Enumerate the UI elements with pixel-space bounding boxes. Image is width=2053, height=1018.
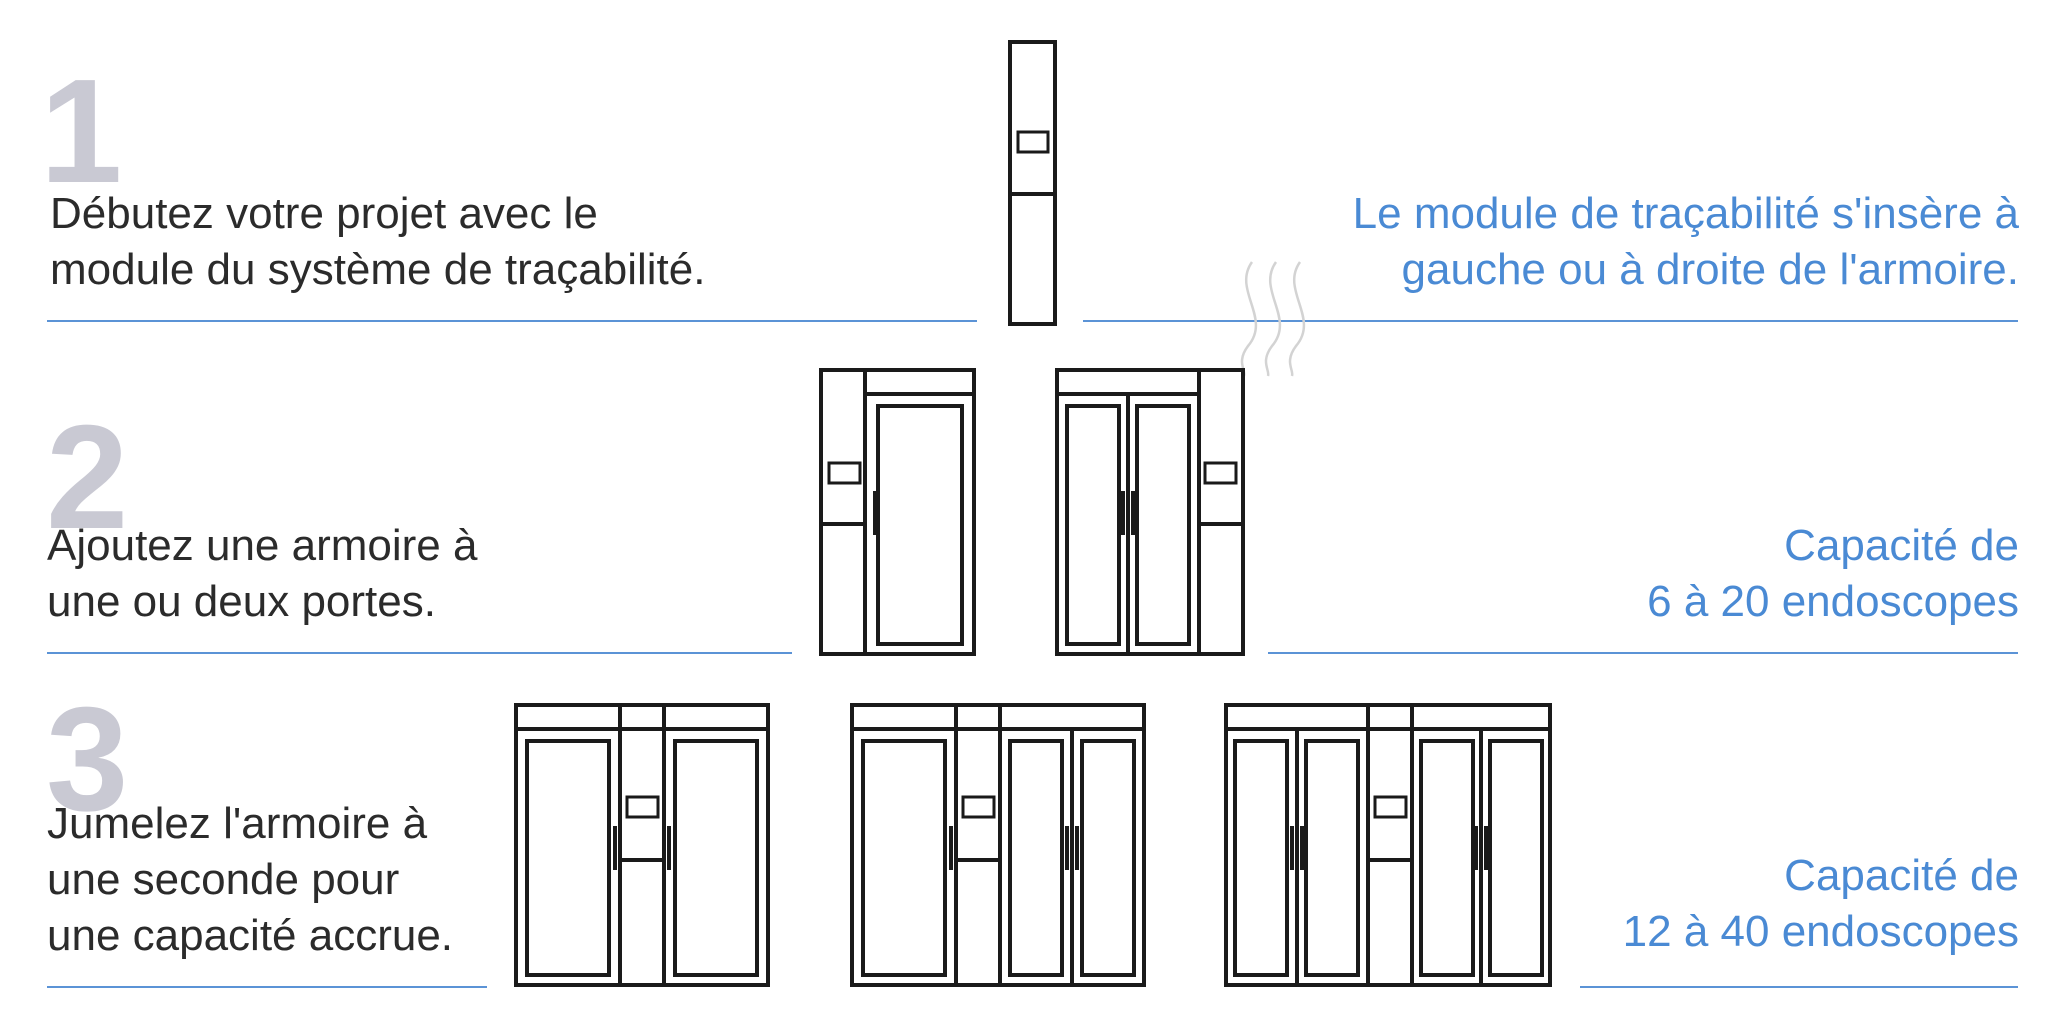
step-1-note-line: Le module de traçabilité s'insère à — [1352, 189, 2019, 238]
step-3-number: 3 — [46, 677, 128, 842]
step-2-text: Ajoutez une armoire à une ou deux portes… — [47, 518, 477, 630]
step-2-note-line: 6 à 20 endoscopes — [1647, 577, 2019, 626]
two-door-cabinet-with-module-icon — [1055, 368, 1245, 656]
step-1-left-divider — [47, 320, 977, 322]
one-door-cabinet-with-module-icon — [819, 368, 976, 656]
step-1-note: Le module de traçabilité s'insère à gauc… — [1353, 186, 2019, 298]
step-1-number: 1 — [40, 49, 122, 214]
step-2-note: Capacité de 6 à 20 endoscopes — [1647, 518, 2019, 630]
step-3-text-line: une seconde pour — [47, 855, 400, 904]
step-3-right-divider — [1580, 986, 2018, 988]
step-3-text-line: une capacité accrue. — [47, 911, 454, 960]
step-2-left-divider — [47, 652, 792, 654]
step-3-text: Jumelez l'armoire à une seconde pour une… — [47, 796, 453, 964]
step-2-note-line: Capacité de — [1784, 521, 2019, 570]
step-1-text-line: Débutez votre projet avec le — [50, 189, 598, 238]
squiggle-decoration-icon — [1240, 261, 1306, 377]
step-3-text-line: Jumelez l'armoire à — [47, 799, 428, 848]
tracability-module-icon — [1008, 40, 1057, 326]
step-1-note-line: gauche ou à droite de l'armoire. — [1401, 245, 2019, 294]
step-3-note-line: Capacité de — [1784, 851, 2019, 900]
step-3-note-line: 12 à 40 endoscopes — [1622, 907, 2019, 956]
step-1-text-line: module du système de traçabilité. — [50, 245, 706, 294]
step-1-text: Débutez votre projet avec le module du s… — [50, 186, 705, 298]
twin-two-door-cabinets-icon — [1224, 703, 1552, 987]
step-2-text-line: une ou deux portes. — [47, 577, 436, 626]
one-and-two-door-cabinets-icon — [850, 703, 1146, 987]
step-3-note: Capacité de 12 à 40 endoscopes — [1623, 848, 2019, 960]
step-1-right-divider — [1083, 320, 2018, 322]
twin-one-door-cabinets-icon — [514, 703, 770, 987]
step-2-number: 2 — [46, 395, 128, 560]
step-2-text-line: Ajoutez une armoire à — [47, 521, 478, 570]
step-3-left-divider — [47, 986, 487, 988]
step-2-right-divider — [1268, 652, 2018, 654]
